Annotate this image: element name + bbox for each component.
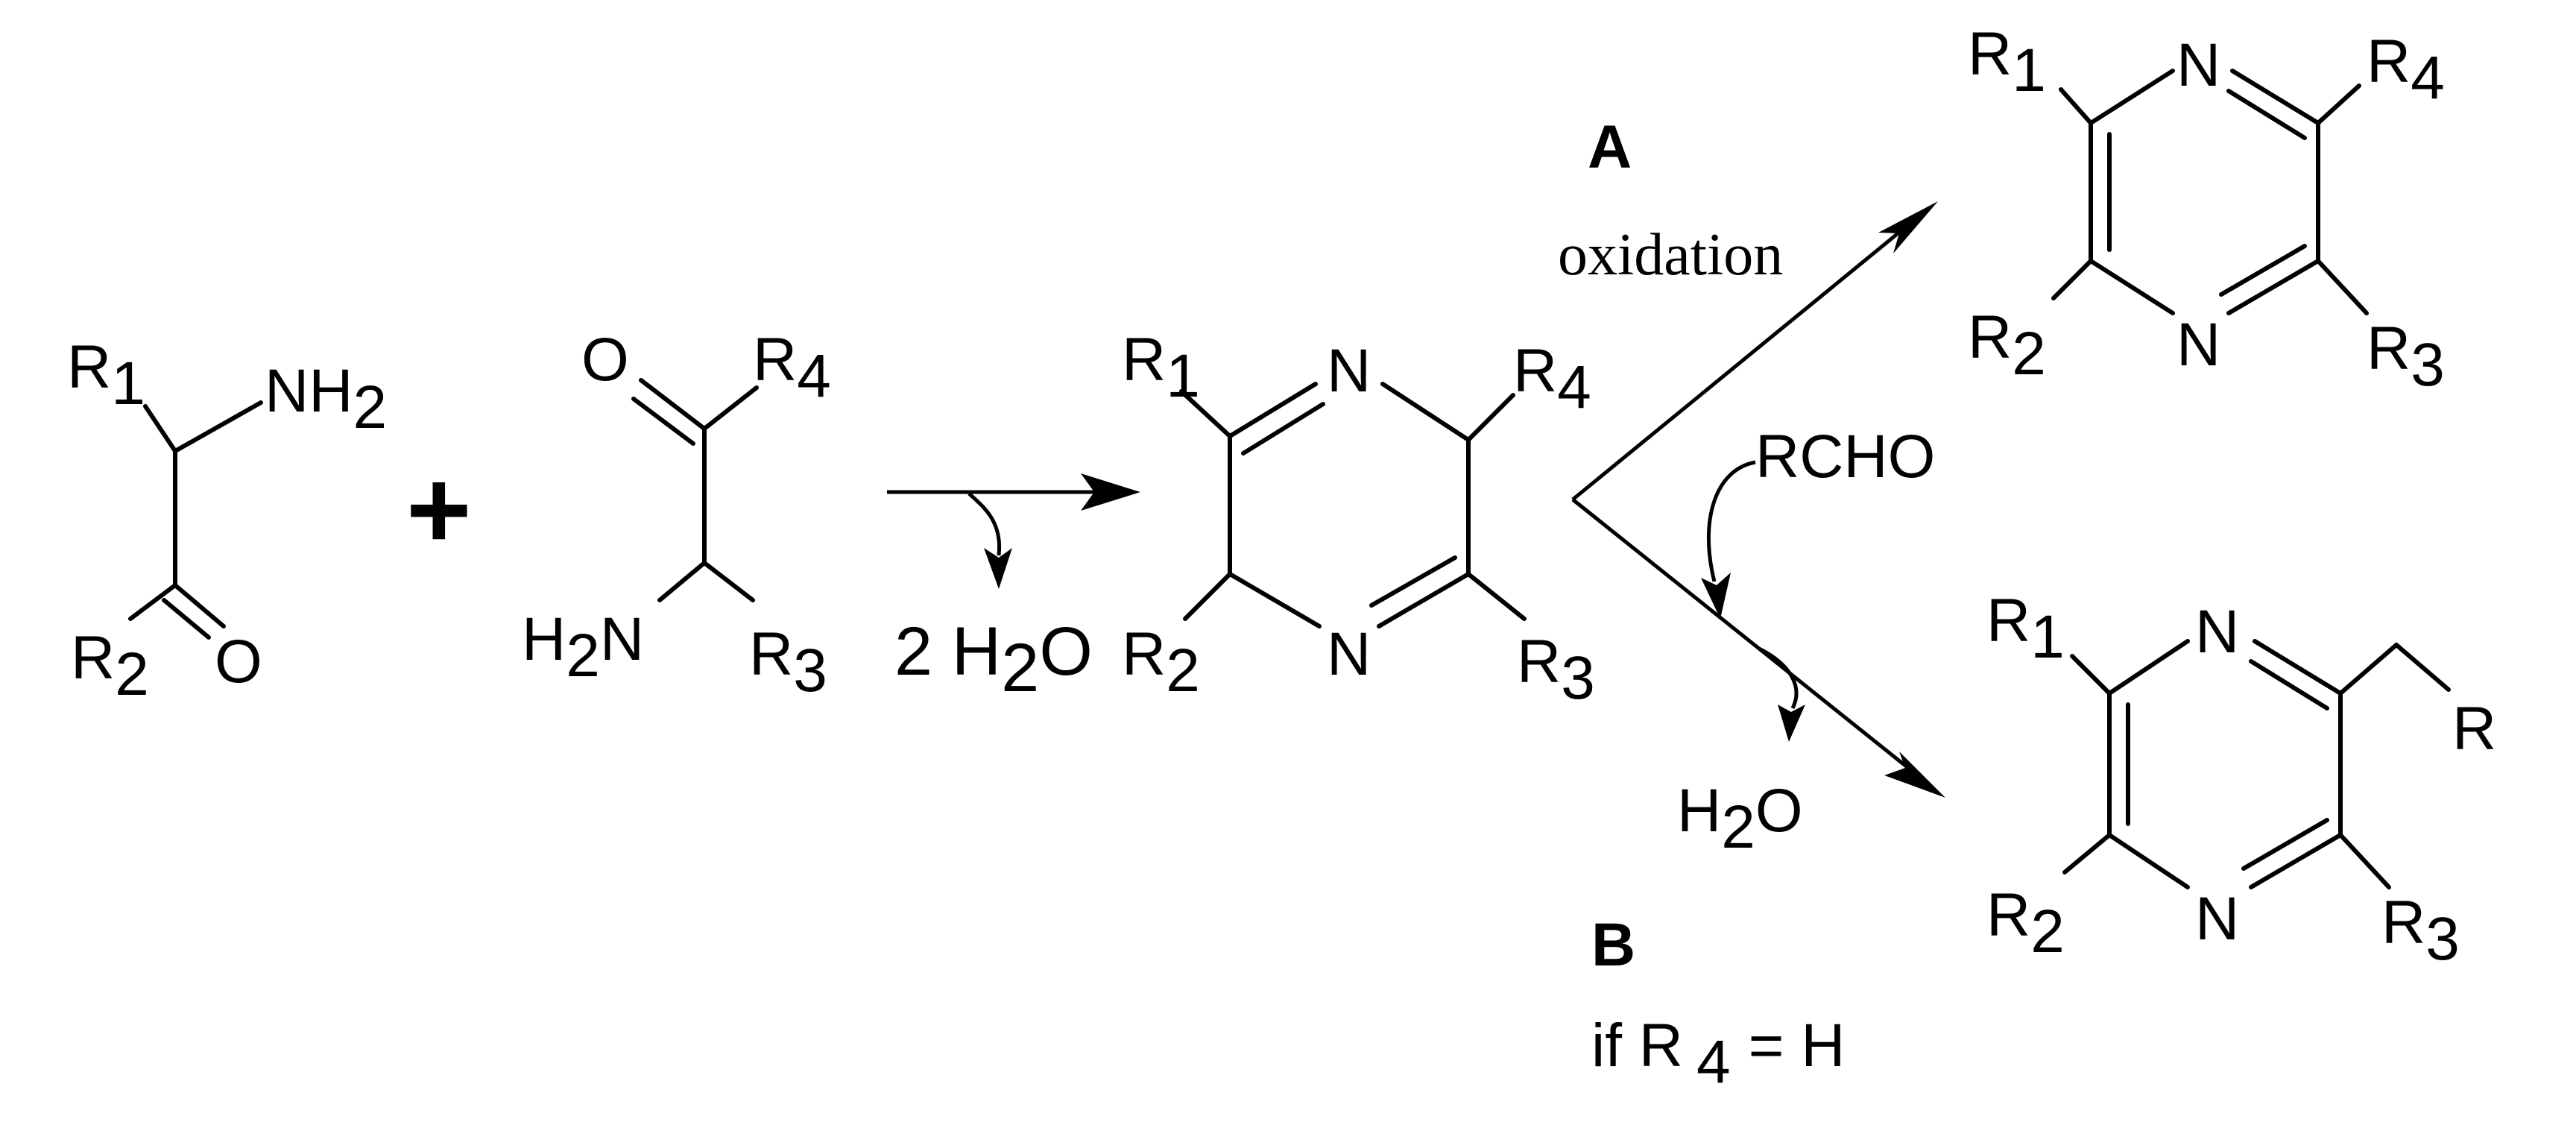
h2n-label: H2N	[522, 605, 644, 690]
n-top-label: N	[2176, 31, 2220, 99]
r1-label: R1	[1986, 587, 2065, 671]
nh2-label: NH2	[265, 357, 387, 441]
r3-label: R3	[749, 620, 827, 705]
water-curve-arrow-head	[984, 548, 1012, 589]
bond-c-r2	[2062, 833, 2112, 875]
reaction-arrow-head	[1081, 473, 1140, 511]
bond-c-n-bottom-double-1	[2249, 833, 2343, 889]
n-bottom-label: N	[2195, 885, 2239, 953]
r2-label: R2	[1968, 303, 2046, 388]
bond-n-c-bottom	[2089, 259, 2175, 315]
bond-c-ch2	[2338, 643, 2399, 696]
pyrazine-product-a: R1 N R4 R2 N R3	[1968, 20, 2445, 399]
path-b-label: B	[1591, 911, 1635, 979]
reactant-1: R1 NH2 R2 O	[67, 333, 387, 708]
r4-label: R4	[2367, 28, 2445, 112]
bond-r1-c	[2059, 87, 2093, 125]
rcho-curve-arrow	[1706, 460, 1756, 582]
bond-c-n-bottom-double-2	[2241, 818, 2329, 871]
bond-c-r2	[128, 583, 177, 621]
bond-n-c2	[1228, 572, 1322, 628]
bond-c3-n-double-2	[1369, 555, 1457, 608]
plus-sign: +	[406, 447, 472, 572]
bond-c2-r2	[1183, 572, 1232, 621]
pyrazine-product-b: R1 N R R2 N R3	[1986, 587, 2496, 973]
bond-c-nh2	[657, 561, 707, 602]
bond-c-r3	[2316, 259, 2369, 315]
path-a-arrow-line	[1571, 230, 1902, 501]
bond-c-n-double-1	[1228, 382, 1318, 438]
water-curve-arrow	[967, 492, 1002, 556]
r1-label: R1	[67, 333, 145, 417]
r1-label: R1	[1968, 20, 2046, 104]
n-top-label: N	[2195, 598, 2239, 666]
r4-label: R4	[753, 326, 831, 410]
bond-n-c-double-2	[2249, 659, 2329, 710]
r2-label: R2	[1986, 881, 2065, 965]
rcho-reagent: RCHO	[1755, 423, 1935, 491]
n-top-label: N	[1327, 337, 1371, 405]
water-out-curve-arrow	[1758, 646, 1799, 710]
path-b-arrow-head	[1884, 751, 1945, 798]
bond-c-n	[2107, 639, 2190, 696]
r1-label: R1	[1122, 326, 1200, 410]
water-byproduct-b: H2O	[1677, 777, 1803, 861]
bond-c-n-bottom-double-1	[2226, 259, 2320, 315]
bond-n-c-bottom	[2107, 833, 2190, 889]
bond-ch2-r	[2394, 643, 2451, 692]
bond-co-1	[639, 378, 707, 431]
bond-n-c-double-2	[2226, 89, 2307, 140]
bond-c-n-double-2	[1241, 402, 1325, 456]
r3-label: R3	[1517, 628, 1595, 712]
dihydropyrazine: R1 N R4 R2 N R3	[1122, 326, 1595, 712]
r2-label: R2	[1122, 620, 1200, 705]
bond-r1-c	[143, 404, 177, 453]
bond-c-r3	[2338, 833, 2391, 889]
bond-n-c-double-1	[2253, 639, 2343, 696]
bond-c3-r3	[1466, 572, 1527, 621]
bond-r1-c	[1179, 389, 1232, 438]
condensation-arrow: 2 H2O	[887, 473, 1140, 706]
water-out-curve-arrow-head	[1778, 705, 1805, 742]
n-bottom-label: N	[1327, 620, 1371, 688]
r3-label: R3	[2381, 889, 2460, 973]
bond-c3-n-double-1	[1377, 572, 1471, 628]
bond-co-2	[162, 598, 211, 640]
oxygen-label: O	[581, 326, 629, 394]
path-a-label: A	[1588, 113, 1632, 181]
water-byproduct: 2 H2O	[894, 614, 1093, 706]
bond-c-r4	[702, 385, 759, 431]
path-a-labels: A oxidation	[1558, 113, 1783, 288]
bond-c-r2	[2051, 259, 2093, 300]
n-bottom-label: N	[2176, 311, 2220, 379]
path-a-arrow-head	[1878, 201, 1938, 253]
rcho-curve-arrow-head	[1701, 573, 1731, 619]
bond-co-2	[631, 397, 695, 446]
bond-c-n-bottom-double-2	[2219, 244, 2307, 297]
bond-co-1	[173, 583, 226, 628]
path-b-arrow-line	[1571, 498, 1910, 769]
r4-label: R4	[1513, 337, 1591, 421]
r-label: R	[2452, 695, 2496, 763]
bond-c-r3	[702, 561, 755, 602]
r2-label: R2	[71, 624, 149, 708]
bond-c-n	[2089, 69, 2175, 125]
oxygen-label: O	[215, 628, 262, 696]
oxidation-label: oxidation	[1558, 222, 1783, 288]
bond-c4-r4	[1466, 393, 1515, 442]
bond-n-c4	[1380, 382, 1471, 442]
bond-c-r4	[2316, 83, 2361, 125]
reactant-2: O R4 H2N R3	[522, 326, 831, 705]
bond-c-nh2	[173, 400, 263, 453]
bond-r1-c	[2070, 654, 2112, 696]
bond-n-c-double-1	[2230, 69, 2320, 125]
branch-arrows	[1571, 201, 1945, 798]
r3-label: R3	[2367, 315, 2445, 399]
